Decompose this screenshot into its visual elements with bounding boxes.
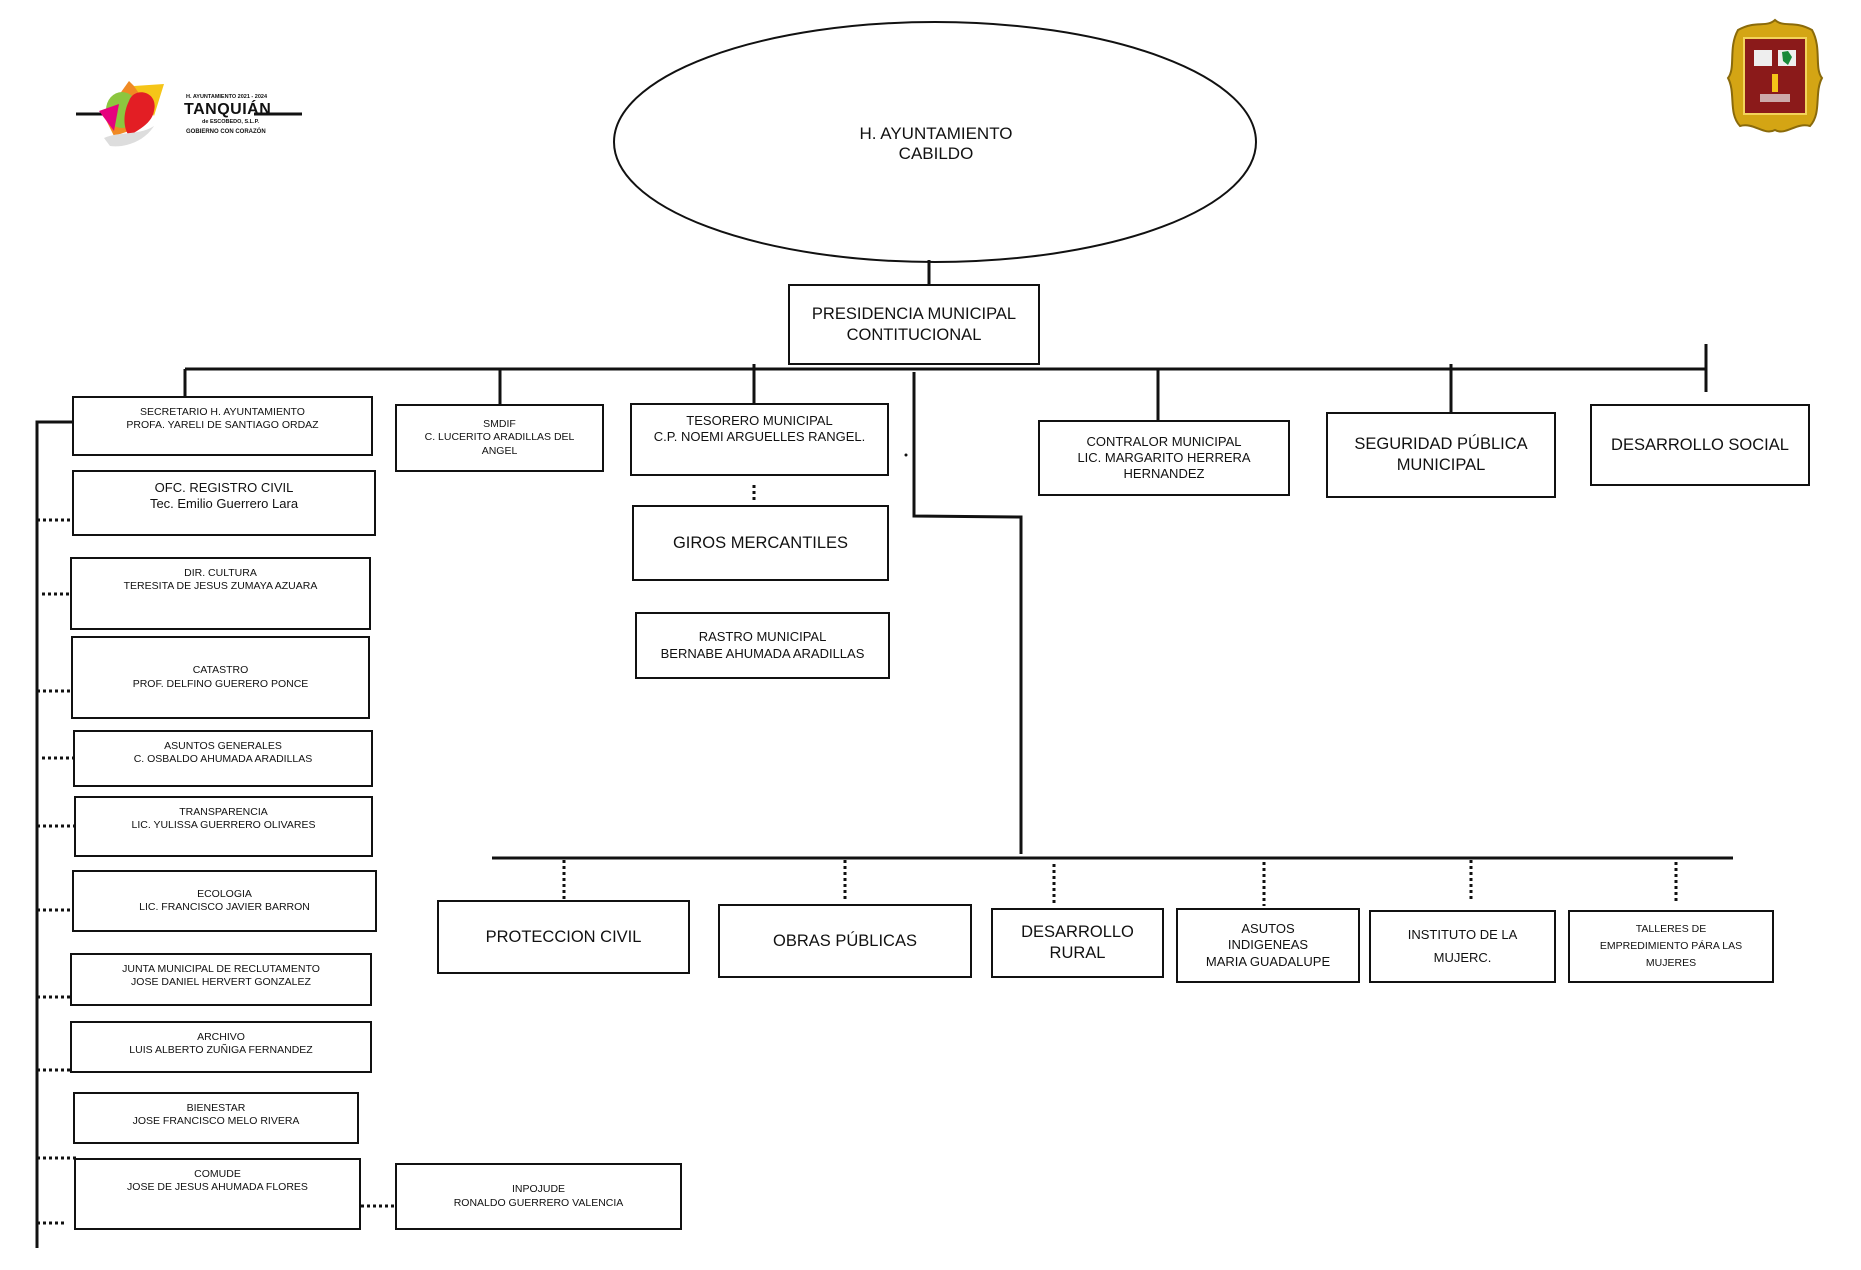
logo-name: TANQUIÁN bbox=[184, 101, 272, 118]
seguridad-box: SEGURIDAD PÚBLICA MUNICIPAL bbox=[1326, 412, 1556, 498]
reclutamiento-line-1: JUNTA MUNICIPAL DE RECLUTAMENTO bbox=[122, 963, 320, 975]
asuntos-indigenas-line-3: MARIA GUADALUPE bbox=[1205, 953, 1331, 969]
cabildo-line-1: H. AYUNTAMIENTO bbox=[859, 124, 1013, 143]
cultura-line-1: DIR. CULTURA bbox=[184, 567, 257, 579]
giros-line-1: GIROS MERCANTILES bbox=[672, 533, 849, 552]
transparencia-line-2: LIC. YULISSA GUERRERO OLIVARES bbox=[131, 819, 316, 832]
desarrollo-social-box: DESARROLLO SOCIAL bbox=[1590, 404, 1810, 486]
talleres-line-3: MUJERES bbox=[1645, 956, 1697, 969]
catastro-line-2: PROF. DELFINO GUERERO PONCE bbox=[132, 677, 309, 690]
seguridad-line-1: SEGURIDAD PÚBLICA bbox=[1354, 435, 1528, 454]
rastro-line-2: BERNABE AHUMADA ARADILLAS bbox=[660, 645, 865, 661]
logo-slogan: GOBIERNO CON CORAZÓN bbox=[186, 129, 266, 135]
desarrollo-social-line-1: DESARROLLO SOCIAL bbox=[1611, 435, 1789, 454]
contralor-line-2: LIC. MARGARITO HERRERA bbox=[1077, 449, 1251, 465]
rastro-line-1: RASTRO MUNICIPAL bbox=[698, 629, 827, 645]
secretario-line-2: PROFA. YARELI DE SANTIAGO ORDAZ bbox=[126, 419, 319, 432]
cabildo-label: H. AYUNTAMIENTO CABILDO bbox=[736, 124, 1136, 165]
transparencia-line-1: TRANSPARENCIA bbox=[179, 806, 268, 818]
instituto-mujer-box: INSTITUTO DE LA MUJERC. bbox=[1369, 910, 1556, 983]
municipal-seal bbox=[1726, 18, 1824, 138]
desarrollo-rural-line-2: RURAL bbox=[1049, 944, 1106, 962]
instituto-mujer-line-1: INSTITUTO DE LA bbox=[1407, 927, 1518, 943]
cabildo-line-2: CABILDO bbox=[898, 144, 974, 164]
giros-box: GIROS MERCANTILES bbox=[632, 505, 889, 581]
presidencia-line-2: CONTITUCIONAL bbox=[846, 325, 982, 344]
cabildo-ellipse bbox=[613, 21, 1257, 263]
presidencia-box: PRESIDENCIA MUNICIPAL CONTITUCIONAL bbox=[788, 284, 1040, 365]
tesorero-line-1: TESORERO MUNICIPAL bbox=[686, 413, 833, 428]
comude-line-1: COMUDE bbox=[194, 1168, 241, 1180]
contralor-line-1: CONTRALOR MUNICIPAL bbox=[1086, 433, 1242, 449]
cultura-line-2: TERESITA DE JESUS ZUMAYA AZUARA bbox=[123, 580, 318, 593]
proteccion-civil-box: PROTECCION CIVIL bbox=[437, 900, 690, 974]
talleres-box: TALLERES DE EMPREDIMIENTO PÁRA LAS MUJERES bbox=[1568, 910, 1774, 983]
archivo-line-1: ARCHIVO bbox=[197, 1031, 245, 1043]
registro-civil-line-2: Tec. Emilio Guerrero Lara bbox=[149, 496, 299, 512]
logo-place: de ESCOBEDO, S.L.P. bbox=[202, 119, 260, 125]
bienestar-line-2: JOSE FRANCISCO MELO RIVERA bbox=[132, 1115, 300, 1128]
stray-dot bbox=[904, 453, 908, 457]
talleres-line-2: EMPREDIMIENTO PÁRA LAS bbox=[1599, 940, 1743, 953]
smdif-line-3: ANGEL bbox=[481, 444, 518, 457]
asuntos-generales-line-2: C. OSBALDO AHUMADA ARADILLAS bbox=[133, 753, 313, 766]
smdif-line-2: C. LUCERITO ARADILLAS DEL bbox=[424, 431, 575, 444]
obras-publicas-line-1: OBRAS PÚBLICAS bbox=[773, 931, 917, 950]
comude-line-2: JOSE DE JESUS AHUMADA FLORES bbox=[127, 1181, 308, 1194]
asuntos-generales-line-1: ASUNTOS GENERALES bbox=[164, 740, 282, 752]
smdif-line-1: SMDIF bbox=[483, 418, 516, 431]
inpojude-line-1: INPOJUDE bbox=[511, 1183, 566, 1196]
inpojude-line-2: RONALDO GUERRERO VALENCIA bbox=[453, 1196, 624, 1209]
asuntos-indigenas-line-1: ASUTOS bbox=[1241, 921, 1295, 937]
seguridad-line-2: MUNICIPAL bbox=[1396, 456, 1486, 474]
contralor-line-3: HERNANDEZ bbox=[1123, 466, 1205, 482]
obras-publicas-box: OBRAS PÚBLICAS bbox=[718, 904, 972, 978]
secretario-line-1: SECRETARIO H. AYUNTAMIENTO bbox=[140, 406, 305, 418]
tesorero-line-2: C.P. NOEMI ARGUELLES RANGEL. bbox=[653, 429, 866, 445]
registro-civil-line-1: OFC. REGISTRO CIVIL bbox=[154, 480, 294, 495]
reclutamiento-line-2: JOSE DANIEL HERVERT GONZALEZ bbox=[131, 976, 311, 989]
desarrollo-rural-box: DESARROLLO RURAL bbox=[991, 908, 1164, 978]
tanquian-logo: H. AYUNTAMIENTO 2021 - 2024 TANQUIÁN de … bbox=[74, 76, 314, 156]
archivo-line-2: LUIS ALBERTO ZUÑIGA FERNANDEZ bbox=[129, 1044, 313, 1057]
proteccion-civil-line-1: PROTECCION CIVIL bbox=[485, 927, 642, 946]
instituto-mujer-line-2: MUJERC. bbox=[1433, 949, 1492, 965]
talleres-line-1: TALLERES DE bbox=[1635, 923, 1707, 936]
secretaria-vertical-line bbox=[35, 420, 72, 1248]
catastro-line-1: CATASTRO bbox=[192, 664, 249, 677]
bienestar-line-1: BIENESTAR bbox=[186, 1102, 246, 1114]
asuntos-indigenas-line-2: INDIGENEAS bbox=[1227, 937, 1309, 953]
connector-to-bottom-units bbox=[912, 372, 1023, 854]
presidencia-line-1: PRESIDENCIA MUNICIPAL bbox=[811, 304, 1017, 323]
desarrollo-rural-line-1: DESARROLLO bbox=[1021, 923, 1134, 942]
ecologia-line-2: LIC. FRANCISCO JAVIER BARRON bbox=[139, 901, 310, 913]
ecologia-line-1: ECOLOGIA bbox=[197, 887, 252, 900]
logo-period: H. AYUNTAMIENTO 2021 - 2024 bbox=[186, 94, 268, 100]
